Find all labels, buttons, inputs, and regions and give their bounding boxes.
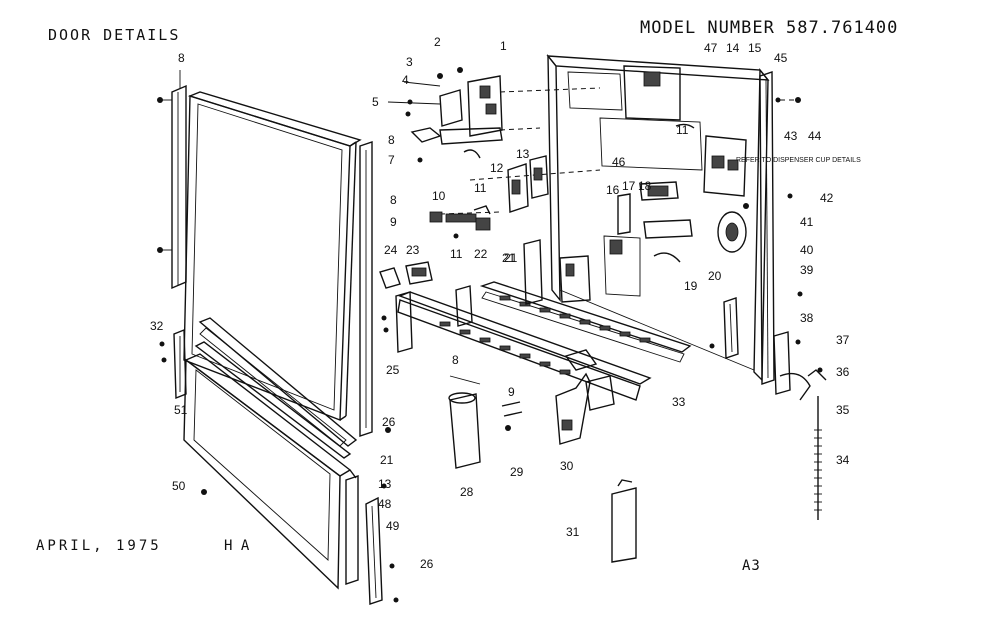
callout: 34: [836, 453, 850, 467]
callout: 43: [784, 129, 798, 143]
callout: 12: [490, 161, 504, 175]
callout: 7: [388, 153, 395, 167]
callout: 39: [800, 263, 814, 277]
callout: 32: [150, 319, 164, 333]
callout: 3: [406, 55, 413, 69]
part-door-latch-bracket: [507, 155, 549, 213]
callout: 30: [560, 459, 574, 473]
callout: 41: [800, 215, 814, 229]
callout: 26: [420, 557, 434, 571]
callout: 40: [800, 243, 814, 257]
part-outer-door-panel: [183, 91, 362, 422]
callout: 16: [606, 183, 620, 197]
part-latch-hardware: [429, 205, 491, 239]
callout: 29: [510, 465, 524, 479]
callout: 9: [508, 385, 515, 399]
callout: 31: [566, 525, 580, 539]
callout: 11: [450, 247, 463, 261]
part-hinge-arm: [555, 349, 615, 445]
callout: 21: [380, 453, 394, 467]
revision-mark: H A: [224, 538, 250, 554]
part-door-skin-panel: [183, 353, 359, 590]
callout: 21: [504, 251, 518, 265]
callout: 17: [622, 179, 636, 193]
part-vent-fitting: [379, 261, 433, 289]
callout: 11: [676, 123, 689, 137]
callout: 25: [386, 363, 400, 377]
revision-date: APRIL, 1975: [36, 538, 162, 554]
callout: 23: [406, 243, 420, 257]
part-left-trim-strip: [157, 70, 187, 290]
callout: 13: [516, 147, 530, 161]
callout: 11: [474, 181, 487, 195]
callout: 4: [402, 73, 409, 87]
callout: 24: [384, 243, 398, 257]
part-right-door-frame: [759, 71, 803, 385]
callout: 8: [388, 133, 395, 147]
part-door-hinge: [709, 297, 827, 401]
part-threaded-rod: [814, 396, 822, 520]
callout: 22: [474, 247, 488, 261]
callout: 18: [638, 179, 652, 193]
callout: 51: [174, 403, 188, 417]
callout: 8: [452, 353, 459, 367]
callout: 13: [378, 477, 392, 491]
callout: 46: [612, 155, 626, 169]
callout: 8: [390, 193, 397, 207]
callout: 1: [500, 39, 507, 53]
diagram-title: DOOR DETAILS: [48, 26, 181, 44]
reference-note: REFER TO DISPENSER CUP DETAILS: [736, 157, 861, 164]
callout: 9: [390, 215, 397, 229]
callout: 48: [378, 497, 392, 511]
callout: 36: [836, 365, 850, 379]
callout: 35: [836, 403, 850, 417]
callout: 2: [434, 35, 441, 49]
part-hinge-cover: [448, 392, 481, 469]
part-side-bracket: [159, 328, 187, 400]
callout: 37: [836, 333, 850, 347]
part-panel-screw: [201, 483, 387, 495]
callout: 8: [178, 51, 185, 65]
callout: 10: [432, 189, 446, 203]
part-lower-door-trim: [194, 317, 358, 459]
callout: 15: [748, 41, 762, 55]
callout: 50: [172, 479, 186, 493]
part-callouts: 8 2 3 1 4 5 8 7 8 9 12 13 11 10 11 22 24…: [150, 35, 850, 571]
callout: 42: [820, 191, 834, 205]
callout: 44: [808, 129, 822, 143]
callout: 20: [708, 269, 722, 283]
callout: 14: [726, 41, 740, 55]
callout: 38: [800, 311, 814, 325]
part-screws: [449, 375, 523, 431]
callout: 33: [672, 395, 686, 409]
callout: 19: [684, 279, 698, 293]
callout: 21: [502, 251, 516, 265]
callout: 5: [372, 95, 379, 109]
callout: 47: [704, 41, 718, 55]
part-counterbalance-spring: [611, 479, 637, 563]
callout: 26: [382, 415, 396, 429]
part-inner-door-liner: [546, 53, 770, 382]
part-lower-right-trim: [365, 496, 399, 605]
callout: 28: [460, 485, 474, 499]
part-inner-trim-rails: [381, 239, 692, 401]
page-code: A3: [742, 558, 761, 574]
part-latch-assembly: [387, 67, 503, 163]
callout: 45: [774, 51, 788, 65]
model-number: MODEL NUMBER 587.761400: [640, 18, 899, 38]
callout: 49: [386, 519, 400, 533]
part-right-trim-strip: [359, 141, 391, 437]
rail-slot-pattern: [439, 295, 651, 375]
